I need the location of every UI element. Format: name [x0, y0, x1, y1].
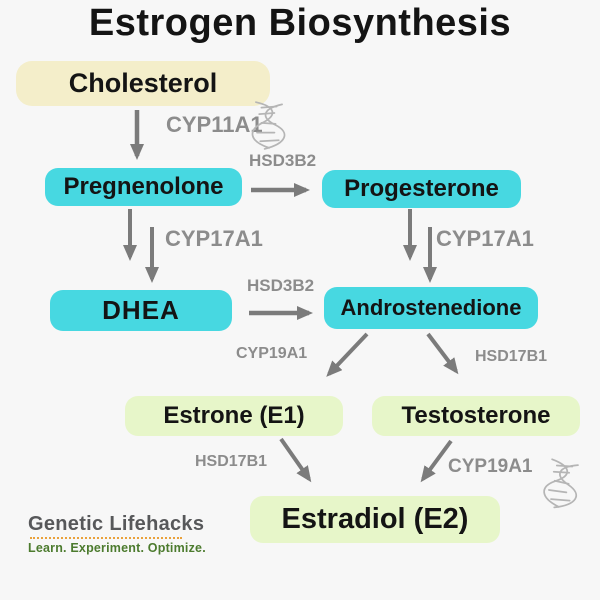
node-label: Estrone (E1): [163, 402, 305, 429]
logo-dotted-divider: [30, 537, 182, 539]
enzyme-label-cyp17a1: CYP17A1: [436, 226, 534, 251]
node-label: Testosterone: [401, 402, 551, 429]
node-label: Progesterone: [344, 175, 499, 202]
logo-name: Genetic Lifehacks: [28, 513, 205, 535]
page-title: Estrogen Biosynthesis: [88, 2, 512, 44]
node-label: Estradiol (E2): [281, 503, 469, 535]
arrow-testosterone-estradiol: [420, 439, 453, 483]
dna-helix-icon: [251, 101, 286, 150]
enzyme-label-cyp19a1: CYP19A1: [236, 345, 308, 362]
node-progesterone: Progesterone: [322, 170, 521, 208]
node-label: Androstenedione: [340, 295, 522, 320]
enzyme-label-hsd17b1: HSD17B1: [195, 453, 268, 470]
enzyme-label-hsd17b1: HSD17B1: [475, 348, 548, 365]
node-dhea: DHEA: [50, 290, 232, 331]
node-label: Pregnenolone: [63, 173, 224, 200]
node-label: Cholesterol: [68, 68, 218, 98]
node-pregnenolone: Pregnenolone: [45, 168, 242, 206]
dna-helix-icon: [543, 458, 579, 509]
logo-tagline: Learn. Experiment. Optimize.: [28, 541, 206, 555]
node-estradiol: Estradiol (E2): [250, 496, 500, 543]
arrow-estrone-estradiol: [279, 437, 312, 483]
genetic-lifehacks-logo: Genetic Lifehacks Learn. Experiment. Opt…: [28, 513, 206, 555]
arrow-androstenedione-estrone: [326, 332, 369, 377]
node-label: DHEA: [102, 295, 180, 325]
node-cholesterol: Cholesterol: [16, 61, 270, 106]
node-androstenedione: Androstenedione: [324, 287, 538, 329]
node-testosterone: Testosterone: [372, 396, 580, 436]
enzyme-label-hsd3b2: HSD3B2: [247, 276, 315, 295]
arrow-androstenedione-testosterone: [426, 332, 459, 375]
node-estrone: Estrone (E1): [125, 396, 343, 436]
enzyme-label-hsd3b2: HSD3B2: [249, 151, 317, 170]
enzyme-label-cyp17a1: CYP17A1: [165, 226, 263, 251]
enzyme-label-cyp19a1: CYP19A1: [448, 456, 533, 477]
enzyme-label-cyp11a1: CYP11A1: [166, 112, 263, 137]
